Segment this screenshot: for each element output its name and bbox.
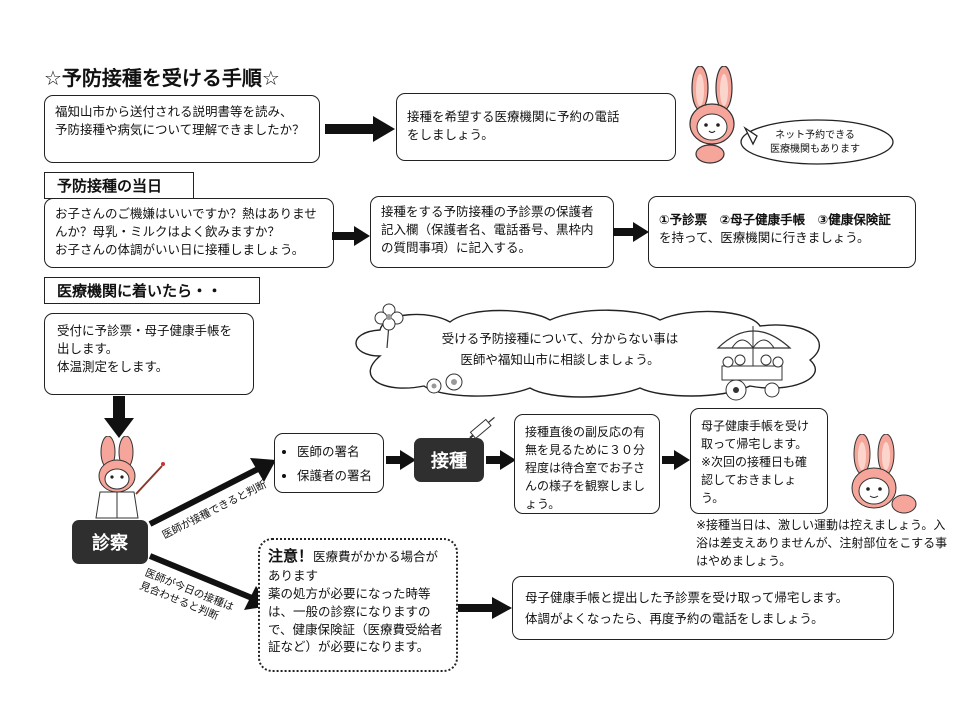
day-fill-form-box: 接種をする予防接種の予診票の保護者記入欄（保護者名、電話番号、黒枠内の質問事項）…	[370, 196, 614, 268]
caution-heading: 注意！	[268, 547, 314, 565]
section-header-day: 予防接種の当日	[44, 172, 194, 199]
signatures-box: 医師の署名 保護者の署名	[274, 433, 384, 493]
syringe-icon	[469, 416, 495, 440]
arrow-right-icon	[325, 116, 395, 142]
arrow-right-icon	[486, 450, 516, 470]
postpone-box: 母子健康手帳と提出した予診票を受け取って帰宅します。 体調がよくなったら、再度予…	[512, 576, 894, 640]
after-vaccination-note: ※接種当日は、激しい運動は控えましょう。入浴は差支えありませんが、注射部位をこす…	[696, 518, 948, 568]
observation-box: 接種直後の副反応の有無を見るために３０分程度は待合室でお子さんの様子を観察しまし…	[514, 414, 660, 514]
arrow-right-icon	[332, 226, 370, 246]
flower-cart-icon	[716, 326, 792, 401]
day-check-box: お子さんのご機嫌はいいですか？熱はありませんか？母乳・ミルクはよく飲みますか？ …	[44, 198, 334, 268]
step-read-guide-box: 福知山市から送付される説明書等を読み、 予防接種や病気について理解できましたか？	[44, 95, 320, 163]
exam-box: 診察	[72, 520, 148, 564]
doctor-bunny-icon	[95, 436, 165, 519]
arrow-right-icon	[458, 597, 512, 619]
speech-bubble	[740, 119, 894, 165]
speech-bubble-text: ネット予約できる 医療機関もあります	[770, 130, 860, 155]
arrow-down-icon	[104, 396, 134, 438]
vaccination-box: 接種	[414, 438, 484, 482]
arrow-right-icon	[662, 450, 690, 470]
bunny-character-icon	[851, 434, 917, 514]
arrow-right-icon	[613, 222, 649, 242]
section-header-clinic: 医療機関に着いたら・・	[44, 277, 260, 304]
advice-cloud-text: 受ける予防接種について、分からない事は 医師や福知山市に相談しましょう。	[441, 331, 679, 368]
signature-item: 保護者の署名	[297, 464, 377, 488]
bring-items-list: ①予診票 ②母子健康手帳 ③健康保険証	[659, 212, 891, 227]
bunny-character-icon	[689, 66, 735, 164]
advice-cloud	[355, 309, 821, 398]
arrow-up-right-icon	[148, 458, 276, 527]
step-reserve-box: 接種を希望する医療機関に予約の電話 をしましょう。	[396, 93, 676, 161]
flower-icon	[426, 373, 463, 394]
reception-box: 受付に予診票・母子健康手帳を出します。 体温測定をします。	[44, 313, 254, 395]
arrow-right-icon	[386, 450, 416, 470]
caution-text: 医療費がかかる場合があります 薬の処方が必要になった時等は、一般の診察になります…	[268, 549, 443, 655]
go-home-box: 母子健康手帳を受け取って帰宅します。 ※次回の接種日も確認しておきましょう。	[690, 408, 828, 514]
day-bring-items-box: ①予診票 ②母子健康手帳 ③健康保険証 を持って、医療機関に行きましょう。	[648, 196, 916, 268]
signature-item: 医師の署名	[297, 440, 377, 464]
flower-icon	[374, 303, 404, 348]
page-title: ☆予防接種を受ける手順☆	[44, 66, 280, 90]
bring-items-instruction: を持って、医療機関に行きましょう。	[659, 230, 870, 246]
caution-box: 注意！医療費がかかる場合があります 薬の処方が必要になった時等は、一般の診察にな…	[258, 538, 458, 672]
